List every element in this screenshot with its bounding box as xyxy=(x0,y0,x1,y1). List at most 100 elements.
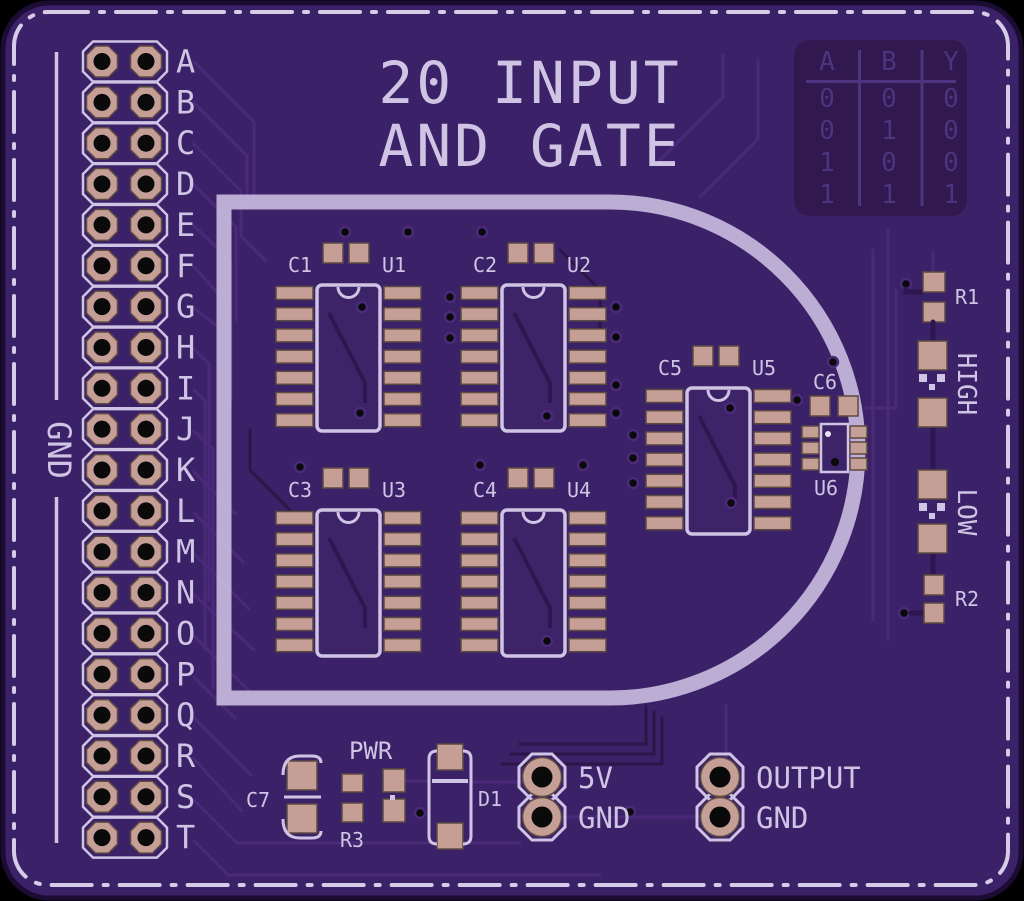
via xyxy=(826,355,840,369)
pin-row-outline xyxy=(81,816,169,859)
resistor-r2: R2 xyxy=(908,574,979,624)
ic-pad xyxy=(568,637,607,653)
ic-pad xyxy=(645,409,684,425)
via xyxy=(790,393,804,407)
ic-pad xyxy=(568,306,607,322)
via xyxy=(609,330,623,344)
pin-hole xyxy=(137,298,155,316)
ic-pad xyxy=(568,370,607,386)
pin-hole xyxy=(137,706,155,724)
ic-pad xyxy=(645,515,684,531)
via-group xyxy=(293,225,913,820)
connector-output: OUTPUT GND xyxy=(695,752,861,842)
truth-table-cell: 1 xyxy=(881,116,897,146)
via xyxy=(293,460,307,474)
pin-hole xyxy=(137,584,155,602)
ic-pad xyxy=(383,349,422,364)
via xyxy=(540,409,554,423)
ic-body xyxy=(685,386,752,536)
pin-row: O xyxy=(81,612,195,655)
capacitor-c7: C7 xyxy=(246,754,323,840)
pin-label: T xyxy=(176,819,195,857)
pin-label: E xyxy=(176,206,195,244)
ic-pad xyxy=(460,306,499,322)
pin-row: H xyxy=(81,326,195,369)
via xyxy=(443,331,457,345)
ic-pad xyxy=(460,391,499,407)
pin-hole xyxy=(93,502,111,520)
pin-hole xyxy=(137,175,155,193)
ic-pad xyxy=(460,553,499,568)
ic-pad xyxy=(383,510,422,526)
truth-table-cell: 0 xyxy=(943,84,959,114)
ic-pad xyxy=(460,412,499,428)
ic-pad xyxy=(460,595,499,611)
ic-pad xyxy=(275,510,314,526)
ic-pad xyxy=(460,370,499,386)
truth-table-cell: 1 xyxy=(819,180,835,210)
ic-pad xyxy=(753,431,792,446)
ic-pad xyxy=(275,306,314,322)
pin-hole xyxy=(93,134,111,152)
via xyxy=(609,300,623,314)
pin-label: C xyxy=(176,124,195,162)
diode-d1: D1 xyxy=(427,743,502,850)
ic-pad xyxy=(460,328,499,343)
pin-hole xyxy=(93,461,111,479)
cap-label: C2 xyxy=(473,253,497,277)
via xyxy=(626,428,640,442)
ic-pad xyxy=(275,574,314,589)
ic-body xyxy=(500,508,567,658)
truth-table-header: A xyxy=(819,47,835,77)
ic-pad xyxy=(383,574,422,589)
pin-hole xyxy=(93,747,111,765)
via xyxy=(355,300,369,314)
pin-row: B xyxy=(81,81,195,124)
pin-hole xyxy=(137,257,155,275)
pin-row: K xyxy=(81,448,196,492)
ic-pad xyxy=(568,510,607,526)
pin-hole xyxy=(93,420,111,438)
truth-table-cell: 1 xyxy=(943,180,959,210)
pin-label: I xyxy=(176,369,195,407)
power-gnd-label: GND xyxy=(578,801,630,835)
ic-pad xyxy=(275,349,314,364)
pin-row: G xyxy=(81,285,195,328)
cap-label: C1 xyxy=(288,253,312,277)
via xyxy=(540,634,554,648)
pin-label: B xyxy=(176,83,195,121)
pin-hole xyxy=(137,543,155,561)
ic-pad xyxy=(460,531,499,547)
pin-hole xyxy=(137,747,155,765)
pin-hole xyxy=(93,624,111,642)
pin-label: K xyxy=(176,451,196,489)
truth-table-cell: 0 xyxy=(943,148,959,178)
pin-row: I xyxy=(81,367,195,410)
ic-pad xyxy=(568,328,607,343)
ic-body xyxy=(315,508,382,658)
pin-label: D xyxy=(176,165,195,203)
cap-pad xyxy=(507,242,529,264)
ic-label: U3 xyxy=(382,478,406,502)
truth-table-header: Y xyxy=(943,47,959,77)
pin-hole xyxy=(137,665,155,683)
cap-c6-pad xyxy=(809,395,831,417)
truth-table-cell: 0 xyxy=(819,84,835,114)
pin-hole xyxy=(137,216,155,234)
ic-pad xyxy=(753,473,792,489)
cap-pad xyxy=(348,242,370,264)
ic-notch xyxy=(521,511,546,524)
ic-pad xyxy=(383,531,422,547)
pin-label: F xyxy=(176,247,195,285)
ic-notch xyxy=(706,389,731,402)
ic-label: U2 xyxy=(567,253,591,277)
pin-row: A xyxy=(81,40,195,83)
ic-pad xyxy=(383,616,422,632)
pin-row: T xyxy=(81,816,195,859)
ic-pad xyxy=(383,306,422,322)
